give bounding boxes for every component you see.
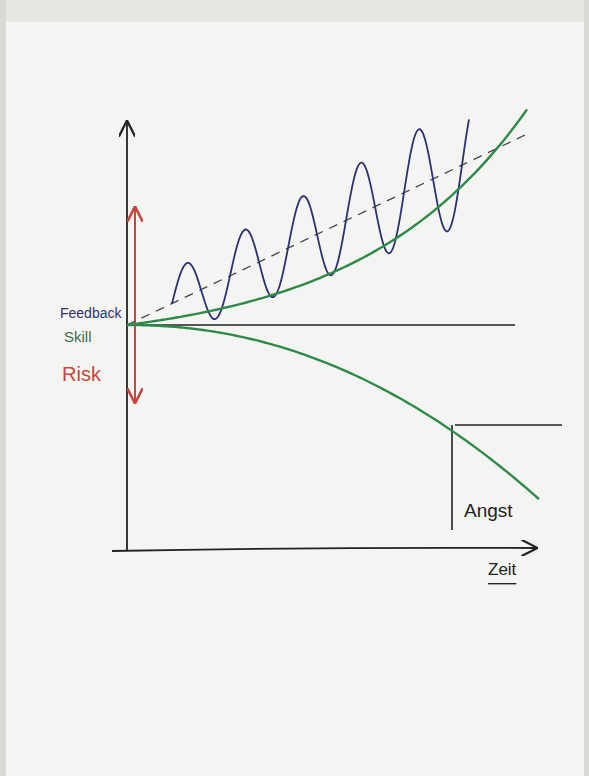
- trend-dashed: [127, 135, 525, 325]
- x-axis: [112, 548, 536, 551]
- skill-curve-down: [127, 325, 539, 499]
- threshold-vertical: [451, 425, 453, 530]
- threshold-horizontal: [455, 424, 562, 426]
- paper-binding: [6, 0, 584, 22]
- flipchart-paper: [6, 0, 584, 776]
- zeit-label: Zeit: [486, 560, 518, 581]
- skill-label: Skill: [62, 328, 94, 347]
- y-axis: [126, 122, 128, 550]
- risk-arrow: [134, 208, 136, 402]
- skill-curve-up: [127, 109, 527, 325]
- feedback-label: Feedback: [58, 305, 123, 322]
- baseline: [127, 324, 515, 326]
- zeit-underline: [488, 583, 516, 584]
- angst-label: Angst: [462, 500, 515, 523]
- risk-label: Risk: [60, 362, 103, 386]
